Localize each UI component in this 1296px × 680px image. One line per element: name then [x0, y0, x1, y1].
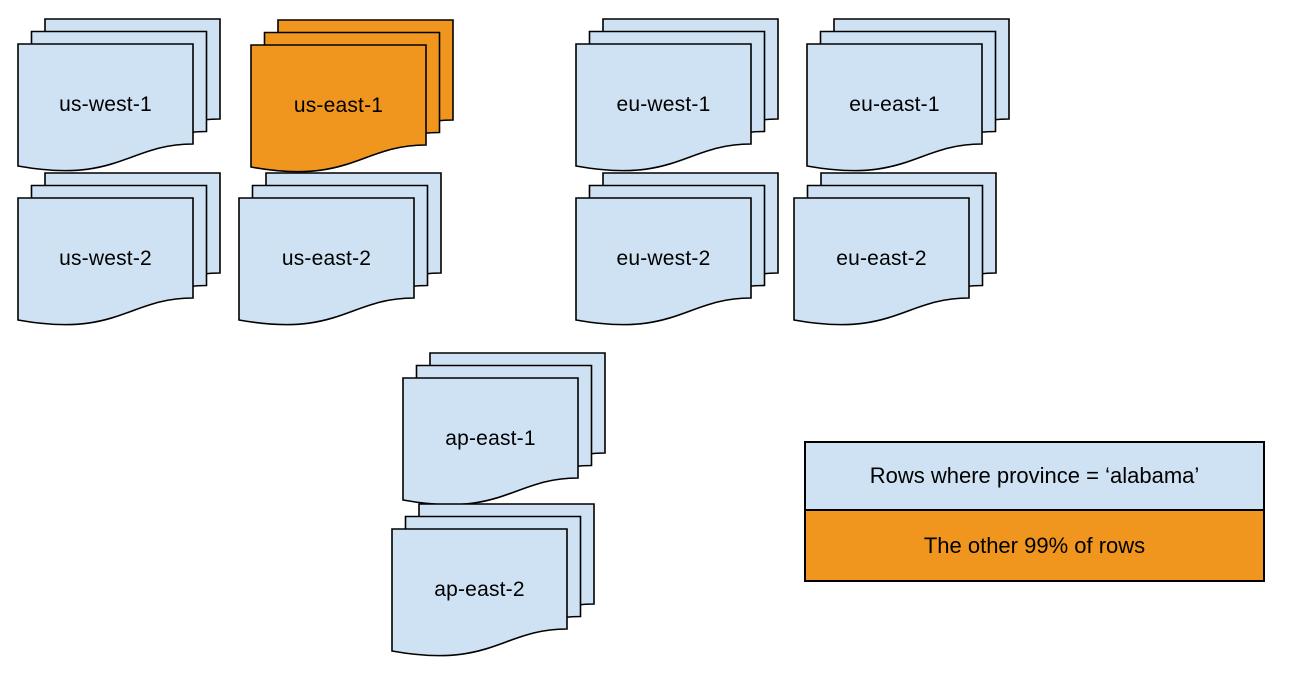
document-stack-icon	[250, 19, 454, 173]
document-stack-icon	[575, 172, 779, 326]
document-sheet-front	[575, 197, 752, 326]
document-stack-icon	[238, 172, 442, 326]
region-stack-us-east-1: us-east-1	[250, 19, 456, 179]
legend-row-other-rows: The other 99% of rows	[806, 511, 1263, 580]
region-label: eu-east-2	[836, 247, 927, 270]
region-label: eu-east-1	[849, 93, 940, 116]
region-stack-us-east-2: us-east-2	[238, 172, 444, 332]
legend-row-alabama: Rows where province = ‘alabama’	[806, 443, 1263, 511]
region-stack-eu-west-1: eu-west-1	[575, 18, 781, 178]
document-sheet-front	[575, 43, 752, 172]
document-stack-icon	[402, 352, 606, 506]
region-label: ap-east-2	[434, 578, 525, 601]
region-label: eu-west-2	[616, 247, 711, 270]
document-sheet-front	[238, 197, 415, 326]
region-label: us-west-2	[59, 247, 152, 270]
region-stack-us-west-2: us-west-2	[17, 172, 223, 332]
region-stack-ap-east-1: ap-east-1	[402, 352, 608, 512]
document-stack-icon	[575, 18, 779, 172]
document-sheet-front	[17, 43, 194, 172]
region-stack-ap-east-2: ap-east-2	[391, 503, 597, 663]
region-label: us-west-1	[59, 93, 152, 116]
legend-label-alabama: Rows where province = ‘alabama’	[869, 463, 1200, 488]
legend-label-other-rows: The other 99% of rows	[923, 532, 1146, 558]
document-stack-icon	[793, 172, 997, 326]
region-label: eu-west-1	[616, 93, 711, 116]
region-label: ap-east-1	[445, 427, 536, 450]
legend: Rows where province = ‘alabama’ The othe…	[804, 441, 1265, 582]
document-sheet-front	[806, 43, 983, 172]
document-sheet-front	[250, 44, 427, 173]
document-stack-icon	[17, 18, 221, 172]
region-stack-eu-east-1: eu-east-1	[806, 18, 1012, 178]
region-label: us-east-1	[293, 94, 384, 117]
document-sheet-front	[17, 197, 194, 326]
region-stack-us-west-1: us-west-1	[17, 18, 223, 178]
document-stack-icon	[391, 503, 595, 657]
document-stack-icon	[806, 18, 1010, 172]
document-sheet-front	[391, 528, 568, 657]
region-stack-eu-west-2: eu-west-2	[575, 172, 781, 332]
region-label: us-east-2	[281, 247, 372, 270]
document-stack-icon	[17, 172, 221, 326]
region-stack-eu-east-2: eu-east-2	[793, 172, 999, 332]
document-sheet-front	[793, 197, 970, 326]
